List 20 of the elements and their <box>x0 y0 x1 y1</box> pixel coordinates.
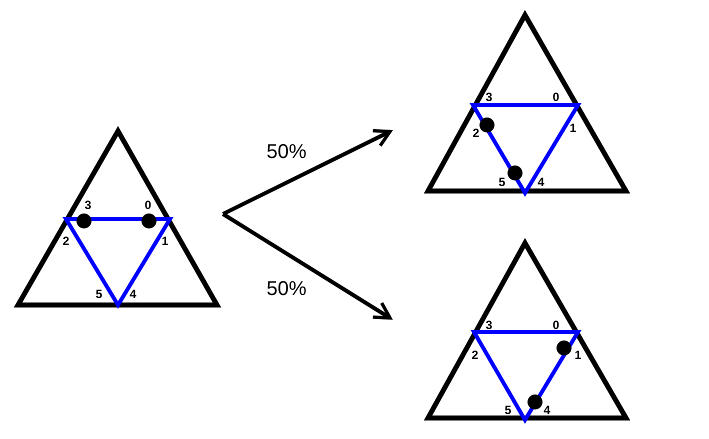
vertex-number: 4 <box>130 288 136 300</box>
vertex-number: 1 <box>570 122 576 134</box>
vertex-number: 1 <box>574 349 582 361</box>
vertex-number: 4 <box>544 404 550 416</box>
vertex-number: 5 <box>96 288 102 300</box>
vertex-number: 3 <box>486 319 492 331</box>
vertex-number: 2 <box>62 235 70 247</box>
vertex-number: 1 <box>162 235 168 247</box>
vertex-number: 4 <box>538 176 544 188</box>
vertex-number: 0 <box>144 199 152 211</box>
vertex-number: 2 <box>472 349 478 361</box>
vertex-number: 5 <box>498 176 506 188</box>
arrow <box>222 212 392 320</box>
vertex-number: 2 <box>472 127 480 139</box>
vertex-number: 5 <box>504 404 512 416</box>
vertex-number: 0 <box>552 91 560 103</box>
vertex-number: 3 <box>84 199 92 211</box>
vertex-number: 0 <box>552 319 560 331</box>
arrow <box>222 129 392 216</box>
vertex-number: 3 <box>486 91 492 103</box>
